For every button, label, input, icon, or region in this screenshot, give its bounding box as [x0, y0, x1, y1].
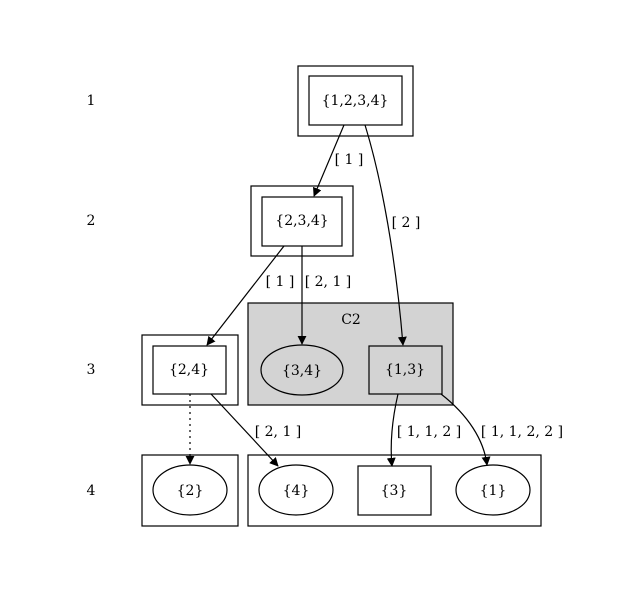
cluster-c2 [247, 302, 454, 406]
cluster-rank4-right [247, 454, 542, 527]
edge-1234-to-234-label: [ 1 ] [335, 152, 364, 168]
node-4-label: {4} [283, 483, 310, 499]
edge-234-to-24-label: [ 1 ] [266, 274, 295, 290]
edge-234-to-34-label: [ 2, 1 ] [305, 274, 352, 290]
node-13-label: {1,3} [385, 362, 425, 378]
edge-13-to-1 [440, 393, 491, 466]
cluster-c2-label: C2 [341, 312, 361, 328]
edge-1234-to-234 [313, 124, 345, 197]
node-3: {3} [357, 465, 432, 516]
node-13: {1,3} [368, 345, 443, 395]
node-234: {2,3,4} [250, 185, 354, 257]
rank-label-2: 2 [87, 213, 96, 229]
node-1234: {1,2,3,4} [297, 65, 414, 137]
node-34: {3,4} [260, 344, 344, 396]
rank-label-3: 3 [87, 362, 96, 378]
edge-24-to-4 [210, 393, 279, 467]
node-1-label: {1} [480, 483, 507, 499]
edge-13-to-3-label: [ 1, 1, 2 ] [397, 424, 461, 440]
node-2-label: {2} [177, 483, 204, 499]
rank-label-4: 4 [87, 483, 96, 499]
edge-1234-to-13 [364, 124, 407, 346]
node-1: {1} [455, 464, 531, 516]
edge-24-to-4-label: [ 2, 1 ] [255, 424, 302, 440]
node-1234-label: {1,2,3,4} [322, 93, 389, 109]
edge-13-to-1-label: [ 1, 1, 2, 2 ] [481, 424, 563, 440]
node-234-label: {2,3,4} [275, 213, 328, 229]
edge-1234-to-13-label: [ 2 ] [392, 215, 421, 231]
node-3-label: {3} [381, 483, 408, 499]
node-24-label: {2,4} [169, 362, 209, 378]
edge-234-to-24 [206, 245, 285, 346]
edge-13-to-3 [386, 393, 399, 467]
node-4: {4} [258, 464, 334, 516]
rank-label-1: 1 [87, 93, 96, 109]
node-34-label: {3,4} [282, 363, 322, 379]
node-2: {2} [152, 464, 228, 516]
